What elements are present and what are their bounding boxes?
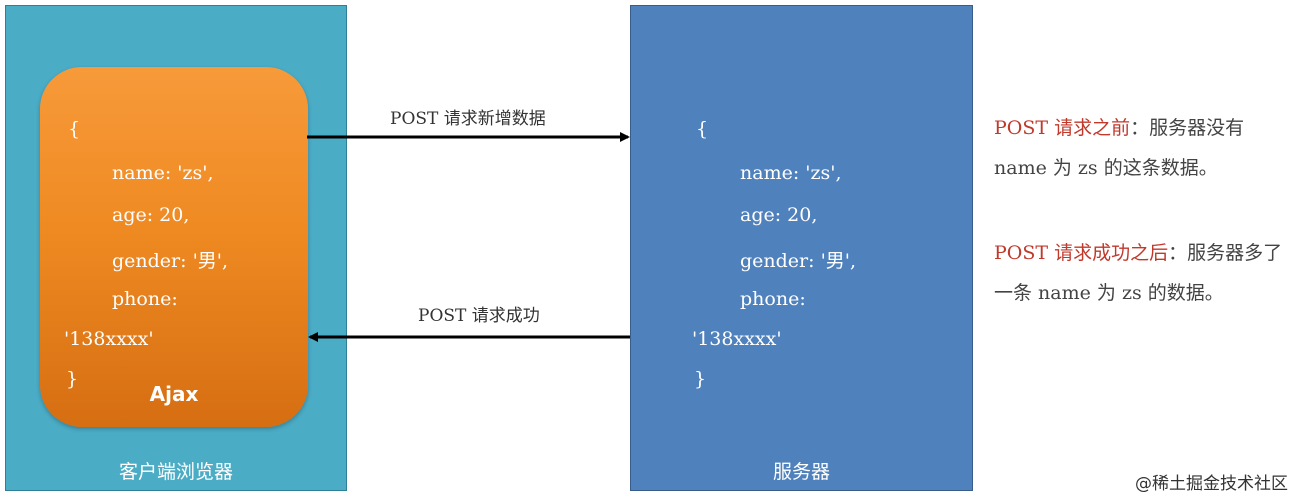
client-code-line: '138xxxx' xyxy=(64,328,154,350)
client-code-line: age: 20, xyxy=(112,204,190,226)
ajax-label: Ajax xyxy=(149,382,199,406)
note-before-request: POST 请求之前：服务器没有 name 为 zs 的这条数据。 xyxy=(994,108,1284,188)
watermark: @稀土掘金技术社区 xyxy=(1135,474,1288,494)
client-code-line: { xyxy=(68,118,81,140)
client-browser-label: 客户端浏览器 xyxy=(118,461,233,483)
server-code-line: name: 'zs', xyxy=(740,162,842,184)
note-before-highlight: POST 请求之前 xyxy=(994,117,1131,139)
note-before-text: ：服务器没有 name 为 zs 的这条数据。 xyxy=(994,117,1245,179)
note-after-text: ：服务器多了一条 name 为 zs 的数据。 xyxy=(994,242,1283,304)
server-code-line: { xyxy=(696,118,709,140)
client-code-line: phone: xyxy=(112,288,178,310)
server-code-line: phone: xyxy=(740,288,806,310)
server-code-line: gender: '男', xyxy=(740,250,857,272)
client-code-line: gender: '男', xyxy=(112,250,229,272)
note-after-highlight: POST 请求成功之后 xyxy=(994,242,1169,264)
request-arrow-label: POST 请求新增数据 xyxy=(390,109,546,129)
server-code-line: } xyxy=(694,368,707,390)
ajax-request-box xyxy=(40,67,308,427)
client-code-line: } xyxy=(66,368,79,390)
server-label: 服务器 xyxy=(772,461,830,483)
note-after-request: POST 请求成功之后：服务器多了一条 name 为 zs 的数据。 xyxy=(994,233,1284,313)
client-code-line: name: 'zs', xyxy=(112,162,214,184)
server-panel: 服务器 xyxy=(630,5,973,491)
response-arrow-label: POST 请求成功 xyxy=(418,306,540,326)
server-code-line: '138xxxx' xyxy=(692,328,782,350)
server-code-line: age: 20, xyxy=(740,204,818,226)
